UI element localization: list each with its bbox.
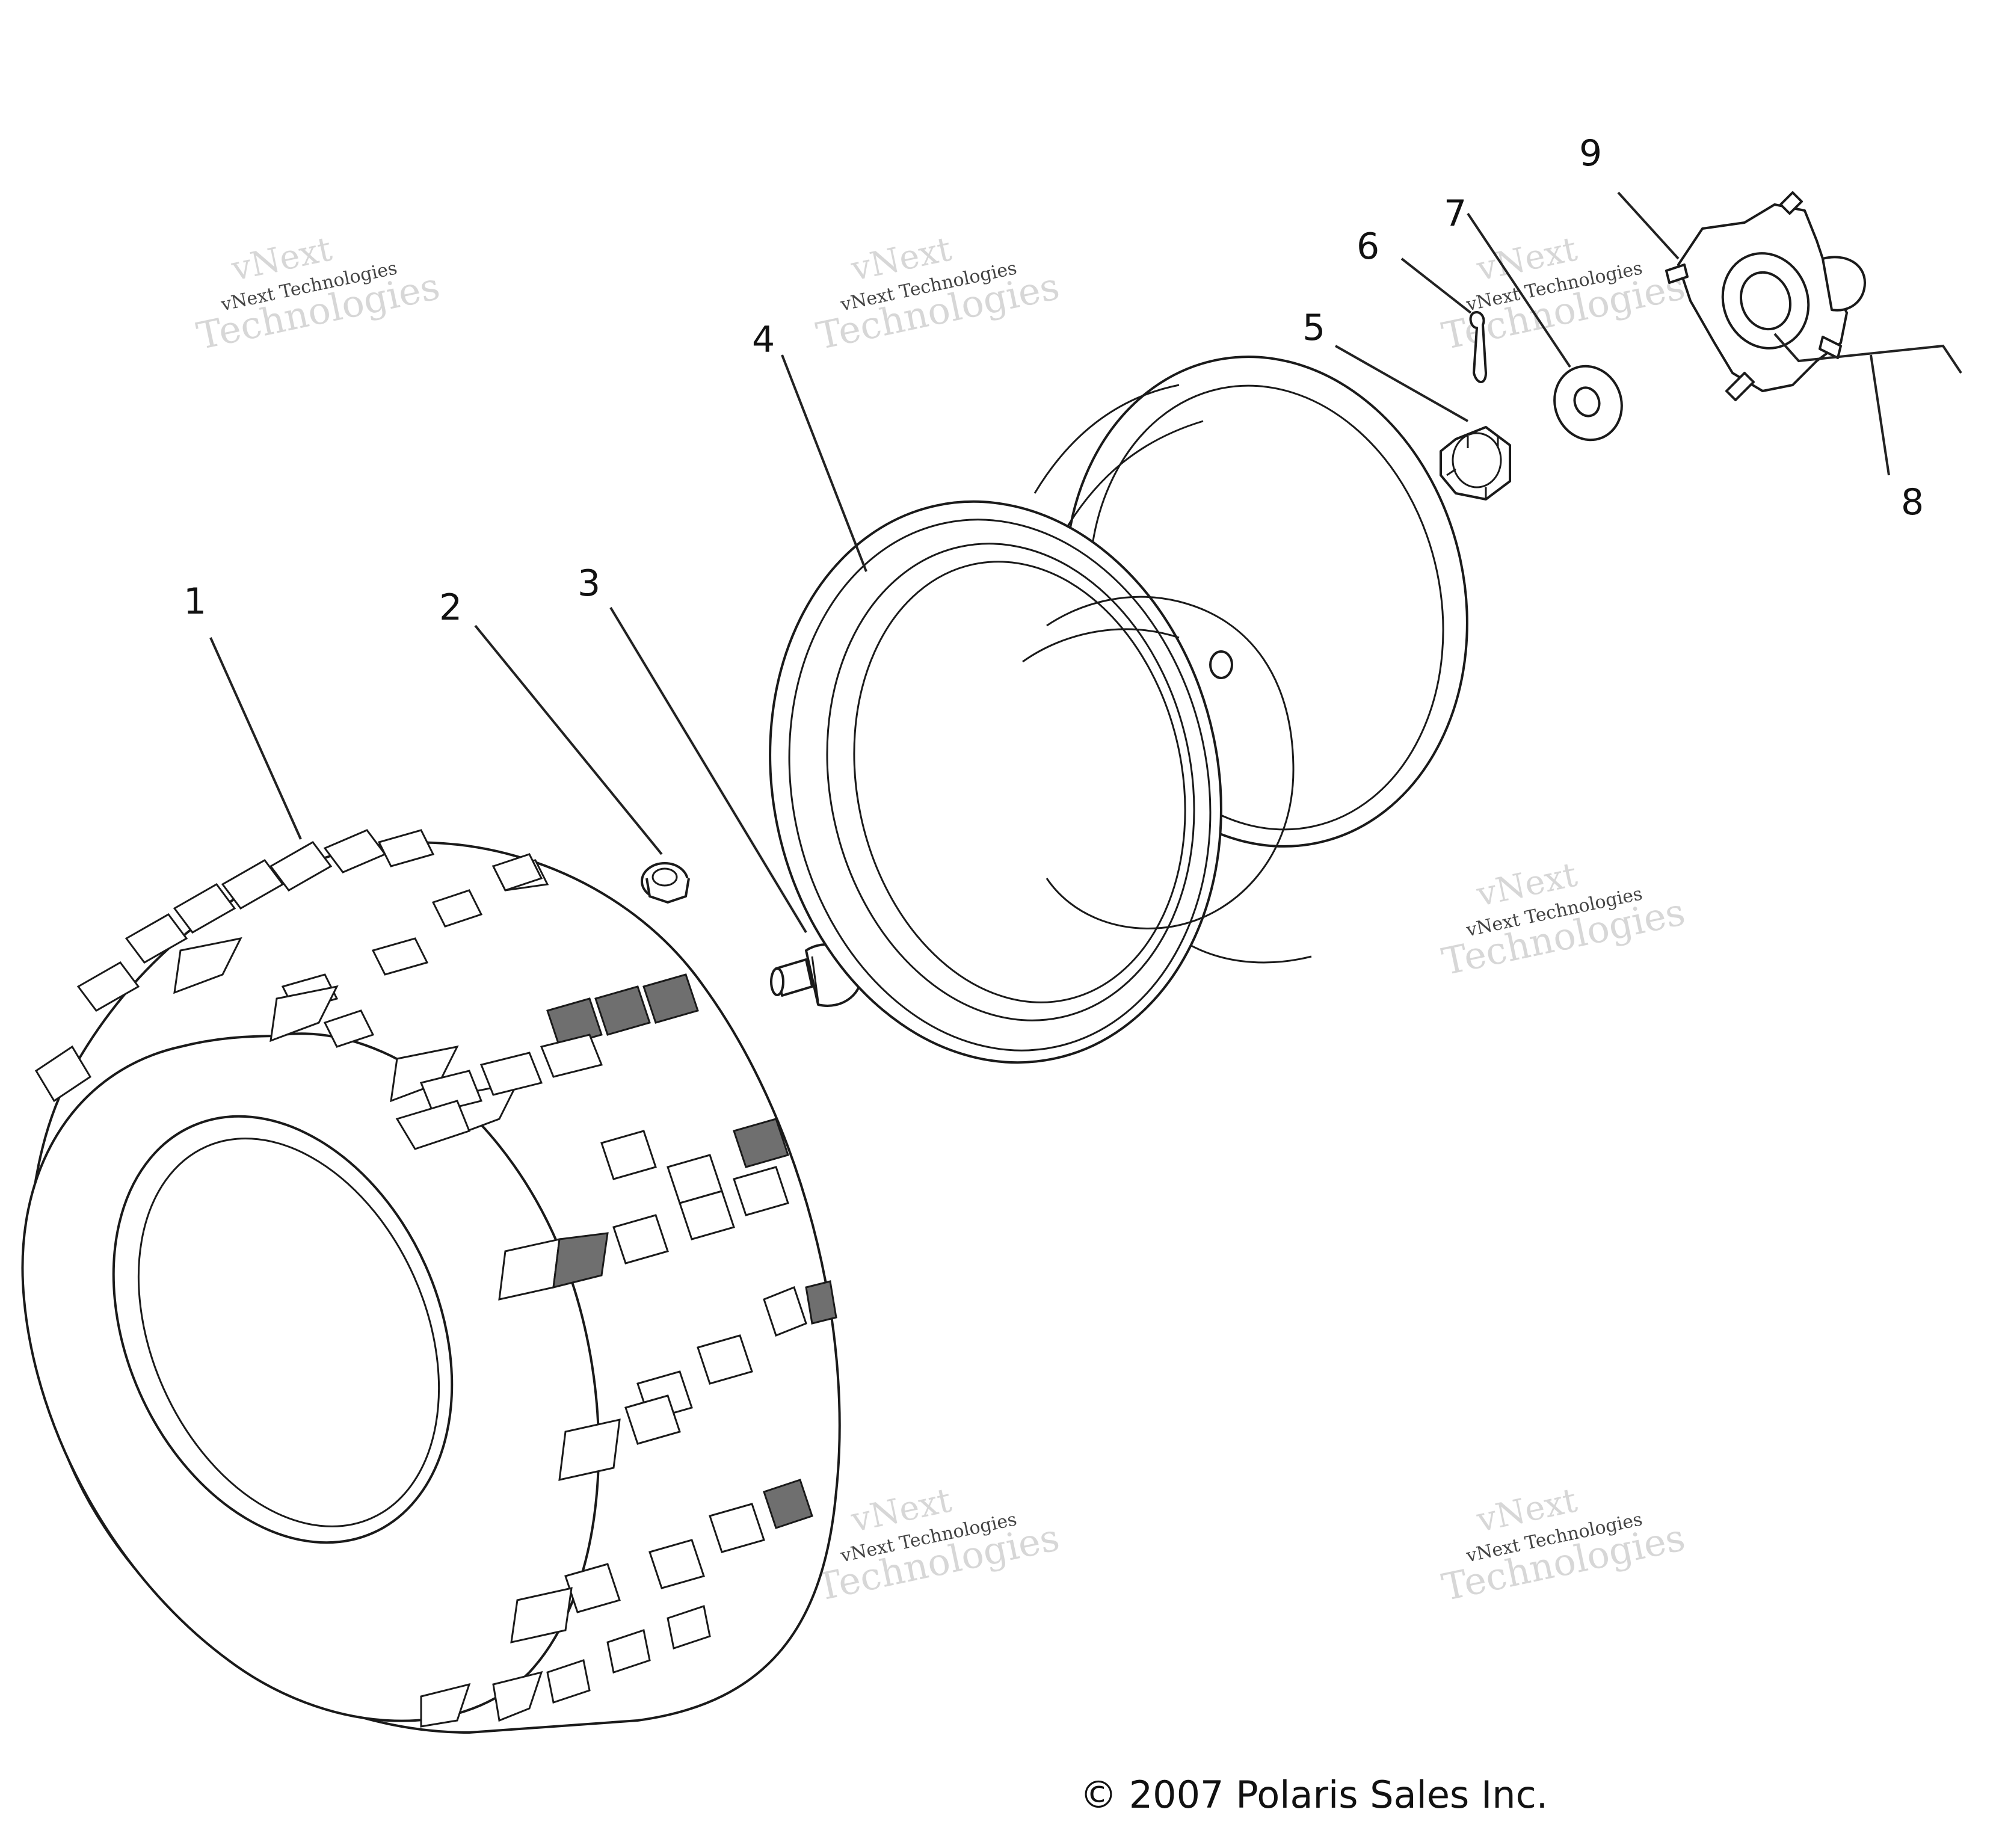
watermark: vNext vNext Technologies Technologies <box>813 1480 1064 1609</box>
watermark: vNext vNext Technologies Technologies <box>813 229 1064 358</box>
leader-line-8 <box>1870 354 1890 476</box>
callout-5: 5 <box>1302 307 1325 349</box>
callout-8: 8 <box>1901 481 1924 523</box>
washer <box>1553 365 1623 442</box>
wheel-rim <box>769 356 1468 1064</box>
tire <box>21 829 841 1734</box>
leader-line-1 <box>209 637 302 840</box>
tire-bead-inner <box>137 1138 440 1527</box>
leader-line-9 <box>1617 191 1680 260</box>
cotter-pin <box>1469 311 1487 383</box>
lug-nut <box>641 862 690 904</box>
callout-3: 3 <box>578 562 600 605</box>
callout-7: 7 <box>1444 192 1467 235</box>
leader-line-7 <box>1467 212 1571 368</box>
callout-6: 6 <box>1357 226 1379 268</box>
callout-2: 2 <box>439 587 462 629</box>
hub-stud <box>1665 263 1689 284</box>
callout-numbers: 1 2 3 4 5 6 7 8 9 <box>183 132 1924 629</box>
leader-lines <box>209 191 1962 934</box>
leader-line-5 <box>1335 345 1468 422</box>
lug-nut-body <box>645 878 690 904</box>
hub <box>1665 191 1866 401</box>
callout-9: 9 <box>1579 132 1602 174</box>
castle-nut-body <box>1440 426 1511 500</box>
rim-valve-hole <box>1209 650 1233 679</box>
leader-line-2 <box>474 624 663 855</box>
leader-line-3 <box>609 606 807 934</box>
tire-bead-outer <box>112 1115 454 1544</box>
cotter-pin-body <box>1469 311 1487 383</box>
callout-1: 1 <box>183 581 206 623</box>
copyright-notice: © 2007 Polaris Sales Inc. <box>1080 1773 1548 1817</box>
washer-hole <box>1573 386 1601 417</box>
watermark: vNext vNext Technologies Technologies <box>193 229 444 358</box>
leader-line-6 <box>1400 257 1472 314</box>
leader-bracket-8 <box>1773 333 1962 374</box>
callout-4: 4 <box>752 319 775 361</box>
valve-stem <box>770 943 863 1007</box>
tire-tread-lugs <box>34 829 837 1728</box>
leader-line-4 <box>781 354 867 572</box>
hub-stud <box>1779 191 1803 215</box>
watermark: vNext vNext Technologies Technologies <box>1438 1480 1689 1609</box>
hub-stud <box>1725 372 1755 401</box>
hub-bore <box>1739 271 1792 331</box>
hub-spindle-boss <box>1822 256 1866 312</box>
watermark: vNext vNext Technologies Technologies <box>1438 855 1689 984</box>
castle-nut <box>1440 426 1511 500</box>
